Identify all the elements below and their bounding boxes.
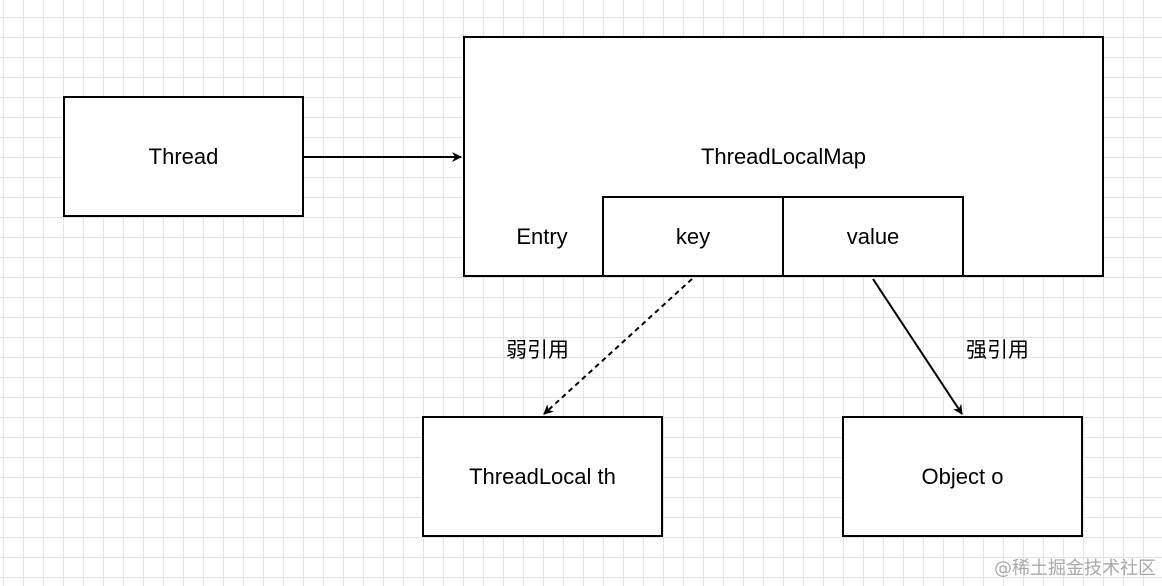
- key-cell: key: [602, 196, 784, 277]
- value-cell: value: [782, 196, 964, 277]
- thread-box: Thread: [63, 96, 304, 217]
- weak-reference-label: 弱引用: [506, 338, 569, 362]
- object-box: Object o: [842, 416, 1083, 537]
- value-label: value: [846, 223, 900, 249]
- threadlocalmap-label: ThreadLocalMap: [700, 144, 867, 169]
- value-to-object-strong-arrow: [872, 278, 963, 415]
- key-label: key: [675, 223, 711, 249]
- thread-label: Thread: [148, 143, 219, 169]
- entry-label: Entry: [516, 224, 568, 249]
- watermark: @稀土掘金技术社区: [994, 558, 1156, 579]
- strong-reference-label: 强引用: [966, 338, 1029, 362]
- threadlocal-label: ThreadLocal th: [469, 463, 616, 489]
- threadlocal-box: ThreadLocal th: [422, 416, 663, 537]
- object-label: Object o: [921, 463, 1004, 489]
